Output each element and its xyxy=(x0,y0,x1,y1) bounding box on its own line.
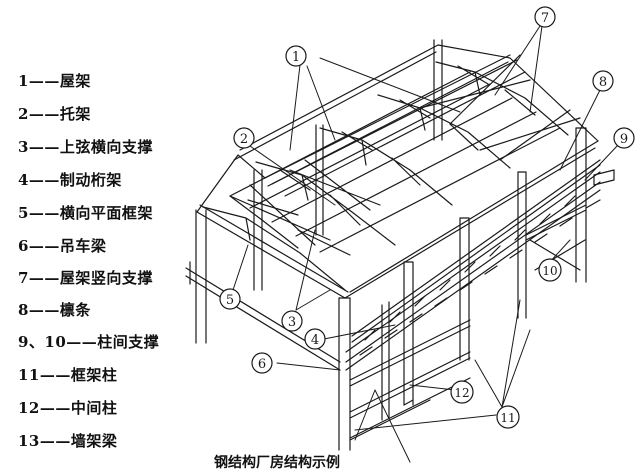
callout-3 xyxy=(281,310,303,332)
callout-11-label: 11 xyxy=(500,411,515,425)
framing-columns xyxy=(195,39,587,451)
legend-item-1: 1——屋架 xyxy=(18,72,91,90)
callout-5-label: 5 xyxy=(226,293,234,308)
callout-5 xyxy=(219,288,241,310)
callout-numbers: 1 2 3 4 5 6 7 8 9 10 11 12 xyxy=(226,11,628,425)
callout-11 xyxy=(496,405,520,429)
legend-item-7: 7——屋架竖向支撑 xyxy=(18,269,153,287)
callout-9-label: 9 xyxy=(620,132,628,147)
legend-item-11: 11——框架柱 xyxy=(18,366,118,384)
callout-10 xyxy=(538,258,562,282)
intermediate-column xyxy=(381,301,390,421)
wall-girts xyxy=(349,319,471,441)
legend-item-6: 6——吊车梁 xyxy=(18,237,107,255)
callout-2 xyxy=(233,127,255,149)
callout-10-label: 10 xyxy=(542,264,557,278)
legend-item-3: 3——上弦横向支撑 xyxy=(18,138,153,156)
crane-girder xyxy=(185,159,615,371)
legend-item-8: 8——檩条 xyxy=(18,301,91,319)
callout-markers xyxy=(219,6,635,429)
legend-item-4: 4——制动桁架 xyxy=(18,171,122,189)
callout-6 xyxy=(251,352,273,374)
purlins xyxy=(229,61,561,253)
legend-item-9-10: 9、10——柱间支撑 xyxy=(18,333,160,351)
legend-item-12: 12——中间柱 xyxy=(18,399,118,417)
callout-7-label: 7 xyxy=(541,11,549,26)
callout-3-label: 3 xyxy=(288,315,296,330)
callout-4 xyxy=(304,328,326,350)
callout-1-label: 1 xyxy=(292,50,300,65)
callout-12-label: 12 xyxy=(454,386,469,400)
roof-bracing xyxy=(229,54,581,256)
callout-6-label: 6 xyxy=(258,357,266,372)
callout-2-label: 2 xyxy=(240,132,248,147)
diagram-caption: 钢结构厂房结构示例 xyxy=(214,455,340,471)
callout-12 xyxy=(450,380,474,404)
leader-lines xyxy=(232,25,619,463)
roof-frame xyxy=(196,44,599,299)
legend-item-5: 5——横向平面框架 xyxy=(18,204,153,222)
legend-item-13: 13——墙架梁 xyxy=(18,432,118,450)
callout-8 xyxy=(592,70,614,92)
callout-1 xyxy=(285,45,307,67)
legend-list: 1——屋架 2——托架 3——上弦横向支撑 4——制动桁架 5——横向平面框架 … xyxy=(0,0,200,469)
callout-7 xyxy=(534,6,556,28)
callout-8-label: 8 xyxy=(599,75,607,90)
callout-4-label: 4 xyxy=(311,333,319,348)
callout-9 xyxy=(613,127,635,149)
legend-item-2: 2——托架 xyxy=(18,105,91,123)
